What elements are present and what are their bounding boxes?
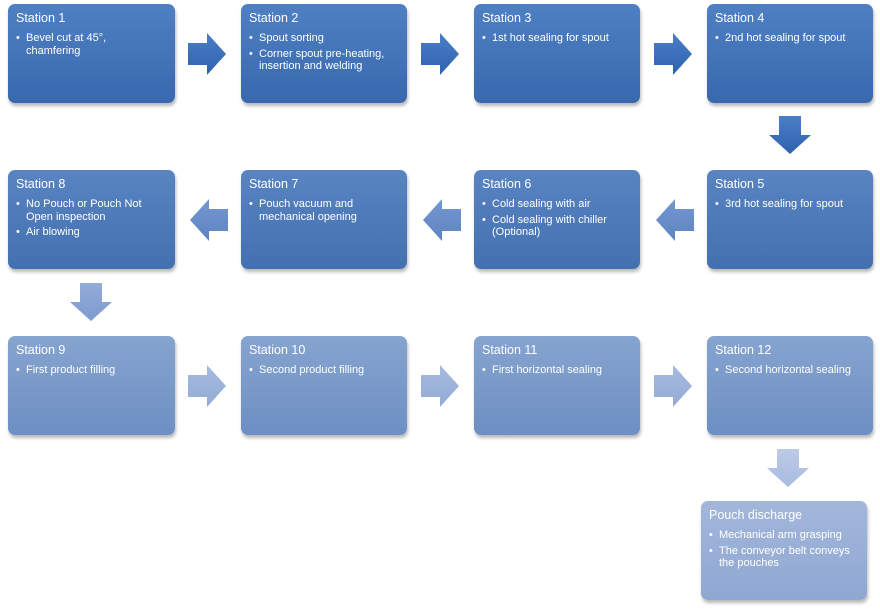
- station-8-item-1: No Pouch or Pouch Not Open inspection: [16, 198, 167, 223]
- station-7-box: Station 7 Pouch vacuum and mechanical op…: [241, 170, 407, 269]
- arrow-left-6-7-icon: [423, 199, 461, 241]
- station-11-box: Station 11 First horizontal sealing: [474, 336, 640, 435]
- station-7-item-1: Pouch vacuum and mechanical opening: [249, 198, 399, 223]
- station-6-title: Station 6: [482, 177, 532, 191]
- station-10-title: Station 10: [249, 343, 306, 357]
- station-5-title: Station 5: [715, 177, 765, 191]
- arrow-left-7-8-icon: [190, 199, 228, 241]
- station-9-item-1: First product filling: [16, 364, 167, 377]
- station-4-item-1: 2nd hot sealing for spout: [715, 32, 865, 45]
- station-11-title: Station 11: [482, 343, 538, 357]
- arrow-right-1-2-icon: [188, 33, 226, 75]
- pouch-discharge-title: Pouch discharge: [709, 508, 803, 522]
- station-2-box: Station 2 Spout sorting Corner spout pre…: [241, 4, 407, 103]
- station-4-box: Station 4 2nd hot sealing for spout: [707, 4, 873, 103]
- station-2-title: Station 2: [249, 11, 299, 25]
- arrow-right-11-12-icon: [654, 365, 692, 407]
- station-8-box: Station 8 No Pouch or Pouch Not Open ins…: [8, 170, 175, 269]
- station-6-item-1: Cold sealing with air: [482, 198, 632, 211]
- arrow-right-9-10-icon: [188, 365, 226, 407]
- arrow-right-10-11-icon: [421, 365, 459, 407]
- pouch-discharge-box: Pouch discharge Mechanical arm grasping …: [701, 501, 867, 600]
- arrow-right-3-4-icon: [654, 33, 692, 75]
- station-1-box: Station 1 Bevel cut at 45°, chamfering: [8, 4, 175, 103]
- station-1-title: Station 1: [16, 11, 66, 25]
- station-12-title: Station 12: [715, 343, 772, 357]
- station-12-item-1: Second horizontal sealing: [715, 364, 865, 377]
- arrow-down-4-5-icon: [769, 116, 811, 154]
- station-4-title: Station 4: [715, 11, 765, 25]
- pouch-discharge-item-1: Mechanical arm grasping: [709, 529, 859, 542]
- arrow-down-12-discharge-icon: [767, 449, 809, 487]
- station-9-box: Station 9 First product filling: [8, 336, 175, 435]
- station-11-item-1: First horizontal sealing: [482, 364, 632, 377]
- station-3-title: Station 3: [482, 11, 532, 25]
- arrow-right-2-3-icon: [421, 33, 459, 75]
- station-3-item-1: 1st hot sealing for spout: [482, 32, 632, 45]
- pouch-discharge-item-2: The conveyor belt conveys the pouches: [709, 545, 859, 570]
- station-8-item-2: Air blowing: [16, 226, 167, 239]
- station-10-box: Station 10 Second product filling: [241, 336, 407, 435]
- station-2-item-2: Corner spout pre-heating, insertion and …: [249, 48, 399, 73]
- station-12-box: Station 12 Second horizontal sealing: [707, 336, 873, 435]
- station-6-box: Station 6 Cold sealing with air Cold sea…: [474, 170, 640, 269]
- station-3-box: Station 3 1st hot sealing for spout: [474, 4, 640, 103]
- station-2-item-1: Spout sorting: [249, 32, 399, 45]
- station-8-title: Station 8: [16, 177, 66, 191]
- station-1-item-1: Bevel cut at 45°,: [16, 32, 167, 45]
- station-7-title: Station 7: [249, 177, 299, 191]
- station-5-box: Station 5 3rd hot sealing for spout: [707, 170, 873, 269]
- station-10-item-1: Second product filling: [249, 364, 399, 377]
- arrow-down-8-9-icon: [70, 283, 112, 321]
- station-5-item-1: 3rd hot sealing for spout: [715, 198, 865, 211]
- arrow-left-5-6-icon: [656, 199, 694, 241]
- station-1-item-2: chamfering: [26, 44, 81, 57]
- station-9-title: Station 9: [16, 343, 66, 357]
- station-6-item-2: Cold sealing with chiller (Optional): [482, 214, 632, 239]
